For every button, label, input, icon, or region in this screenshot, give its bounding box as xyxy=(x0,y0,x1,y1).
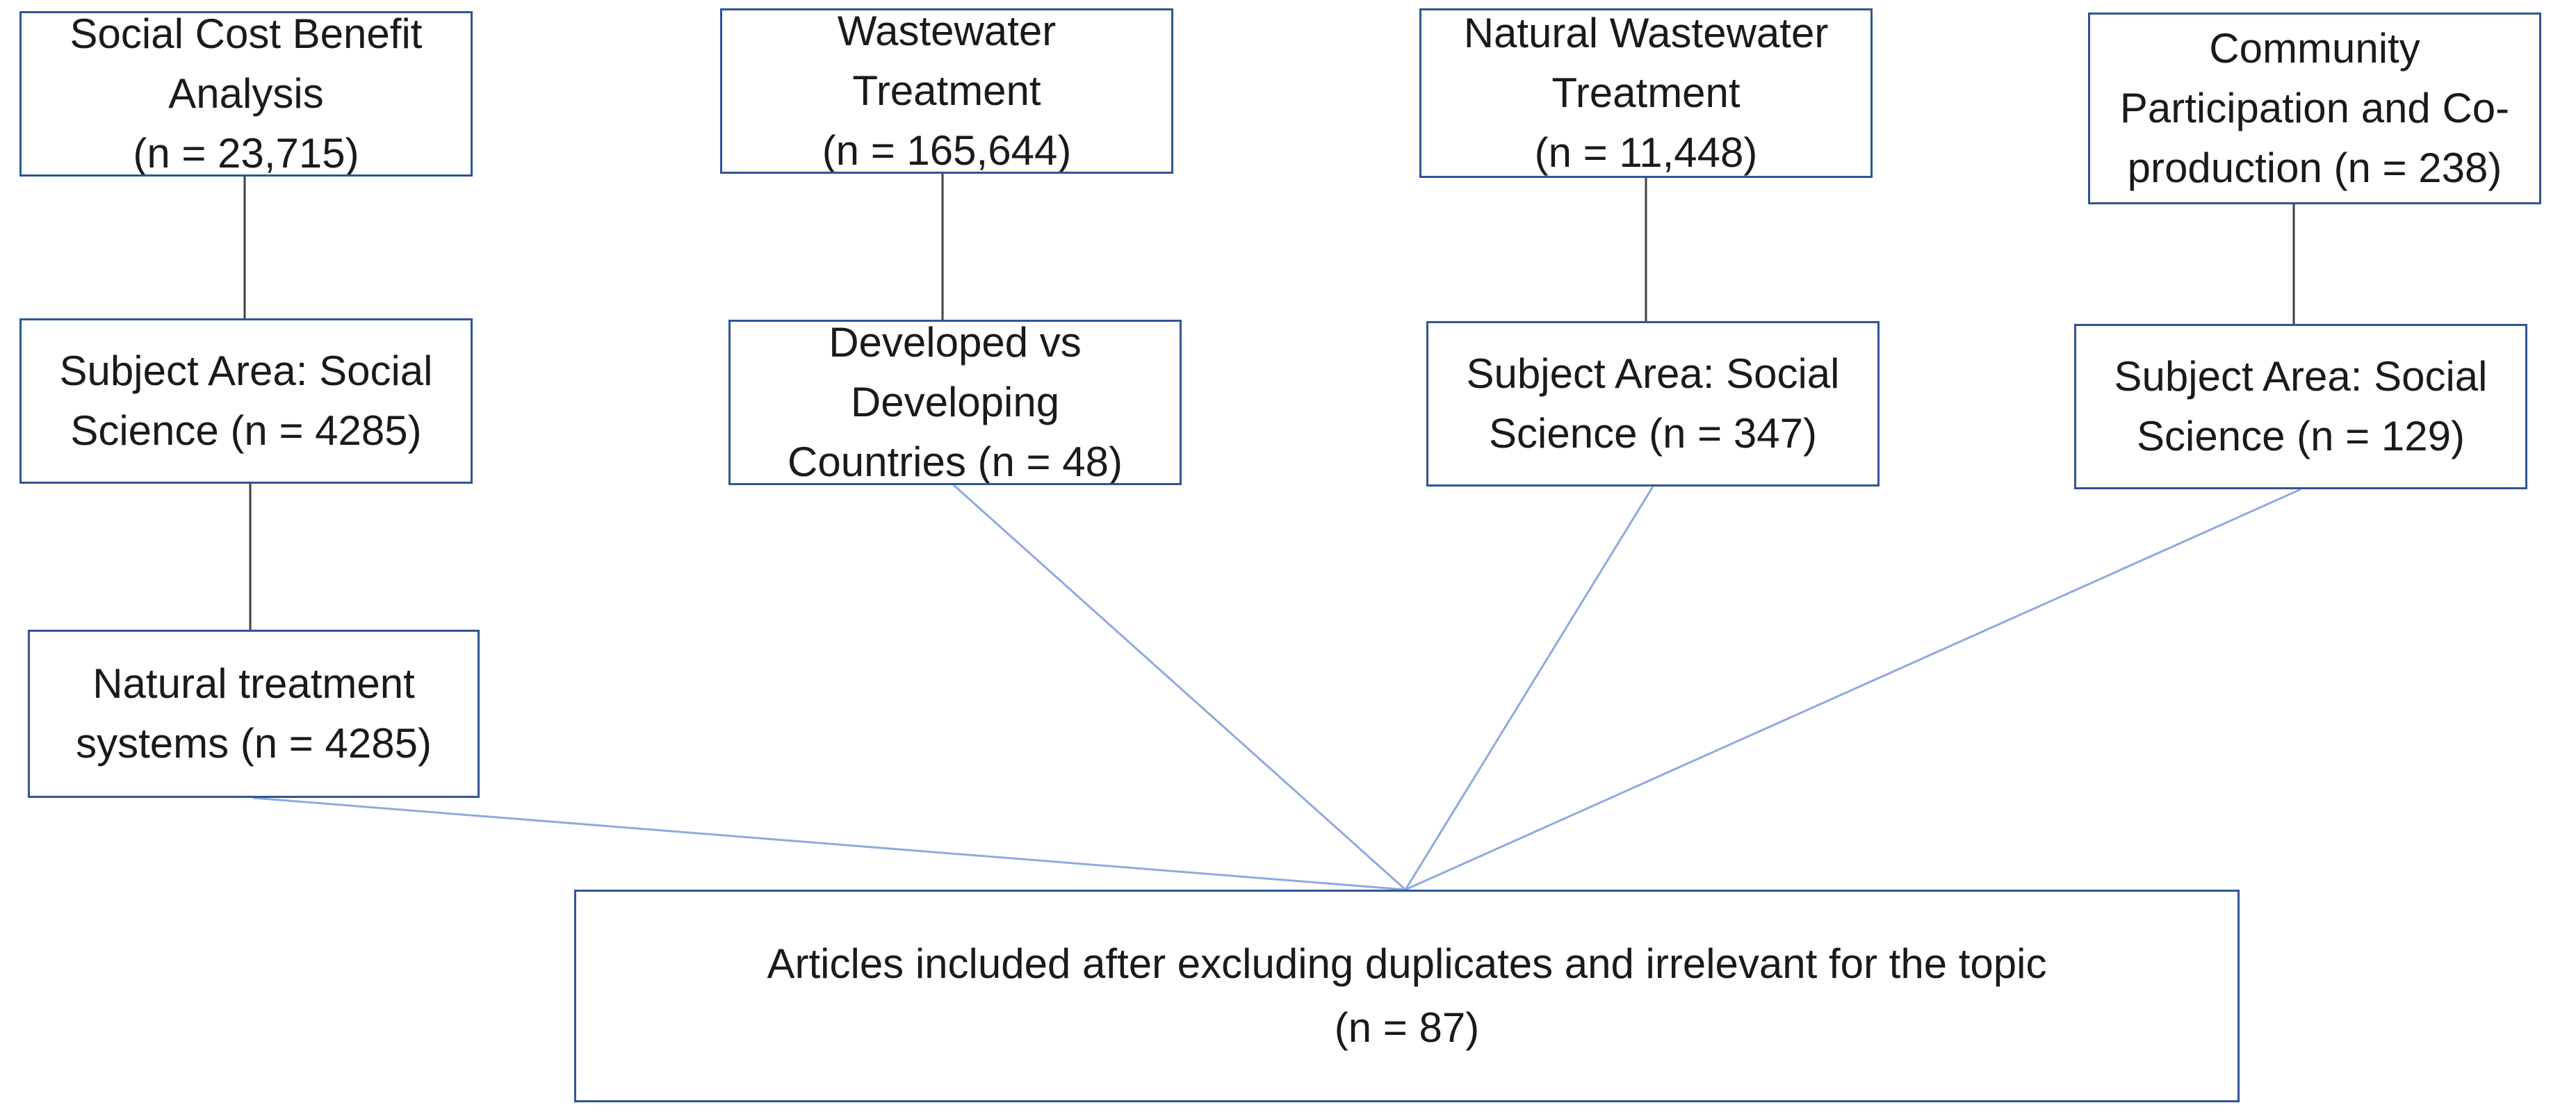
articles-included-box: Articles included after excluding duplic… xyxy=(574,890,2240,1102)
natural-wastewater-treatment-box: Natural Wastewater Treatment (n = 11,448… xyxy=(1419,8,1873,178)
connector-a3-final xyxy=(252,797,1406,891)
connector-b2-final xyxy=(952,484,1407,891)
natural-treatment-systems-box: Natural treatment systems (n = 4285) xyxy=(28,630,480,798)
community-participation-box: Community Participation and Co- producti… xyxy=(2088,13,2541,204)
community-participation-label: Community Participation and Co- producti… xyxy=(2119,25,2510,191)
connector-d2-final xyxy=(1405,488,2301,891)
natural-wastewater-treatment-label: Natural Wastewater Treatment (n = 11,448… xyxy=(1463,10,1829,176)
wastewater-treatment-label: Wastewater Treatment (n = 165,644) xyxy=(822,8,1072,174)
subject-area-social-science-label-a: Subject Area: Social Science (n = 4285) xyxy=(59,348,433,454)
wastewater-treatment-box: Wastewater Treatment (n = 165,644) xyxy=(720,8,1173,174)
social-cost-benefit-analysis-label: Social Cost Benefit Analysis (n = 23,715… xyxy=(70,11,423,177)
social-cost-benefit-analysis-box: Social Cost Benefit Analysis (n = 23,715… xyxy=(19,11,473,177)
subject-area-social-science-label-c: Subject Area: Social Science (n = 347) xyxy=(1466,350,1840,457)
articles-included-label: Articles included after excluding duplic… xyxy=(767,940,2047,1051)
subject-area-social-science-box-c: Subject Area: Social Science (n = 347) xyxy=(1426,321,1880,487)
subject-area-social-science-box-d: Subject Area: Social Science (n = 129) xyxy=(2074,324,2527,489)
natural-treatment-systems-label: Natural treatment systems (n = 4285) xyxy=(76,660,432,767)
developed-vs-developing-label: Developed vs Developing Countries (n = 4… xyxy=(788,320,1123,485)
subject-area-social-science-box-a: Subject Area: Social Science (n = 4285) xyxy=(19,318,473,484)
connector-c2-final xyxy=(1404,486,1654,890)
developed-vs-developing-box: Developed vs Developing Countries (n = 4… xyxy=(728,320,1182,485)
subject-area-social-science-label-d: Subject Area: Social Science (n = 129) xyxy=(2114,353,2488,459)
